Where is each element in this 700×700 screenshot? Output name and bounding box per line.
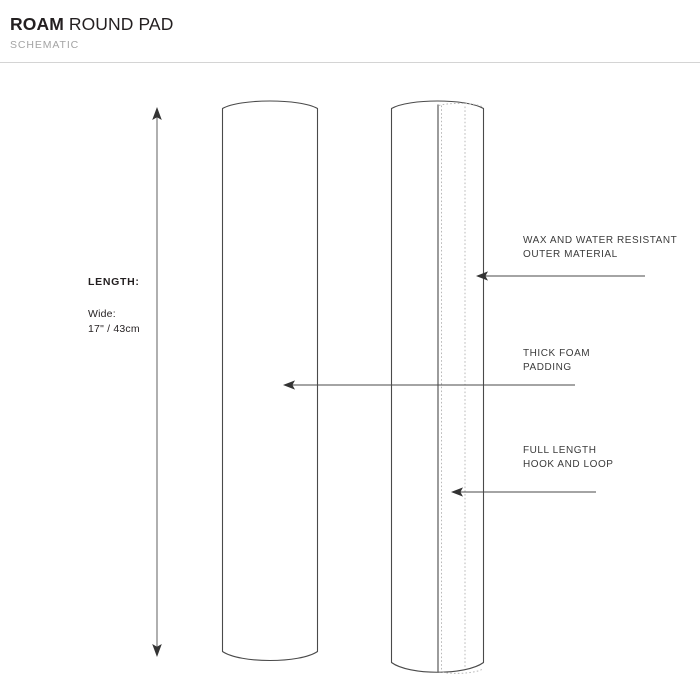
callout-hook-and-loop-line1: FULL LENGTH [523,445,596,456]
dimension-arrow-top [152,107,162,120]
page-title: ROAM ROUND PAD [10,14,700,34]
length-label: LENGTH: [88,276,140,288]
callout-foam-padding-line1: THICK FOAM [523,348,590,359]
left-pad-body [221,100,319,661]
page-subtitle: SCHEMATIC [10,39,80,51]
callout-foam-padding: THICK FOAM PADDING [283,348,590,390]
product-name: ROUND PAD [63,14,174,34]
callout-outer-material: WAX AND WATER RESISTANT OUTER MATERIAL [476,235,677,281]
dimension-arrow-bottom [152,644,162,657]
width-variant-value: 17" / 43cm [88,323,140,335]
width-variant-label: Wide: [88,308,116,320]
callout-outer-material-arrowhead [476,271,488,281]
callout-foam-padding-line2: PADDING [523,362,572,373]
callout-outer-material-line2: OUTER MATERIAL [523,249,618,260]
callout-hook-and-loop-arrowhead [451,487,463,497]
left-pad-figure [221,100,319,661]
schematic-drawing: LENGTH: Wide: 17" / 43cm WAX AND WATER R… [0,63,700,700]
callout-outer-material-line1: WAX AND WATER RESISTANT [523,235,677,246]
right-pad-figure [390,100,485,674]
hook-and-loop-flap [438,102,483,674]
length-dimension [152,107,162,657]
callout-hook-and-loop: FULL LENGTH HOOK AND LOOP [451,445,614,497]
callout-hook-and-loop-line2: HOOK AND LOOP [523,459,614,470]
length-label-group: LENGTH: Wide: 17" / 43cm [88,276,140,335]
callout-foam-padding-arrowhead [283,380,295,390]
page-header: ROAM ROUND PAD SCHEMATIC [0,0,700,63]
brand-name: ROAM [10,14,64,34]
